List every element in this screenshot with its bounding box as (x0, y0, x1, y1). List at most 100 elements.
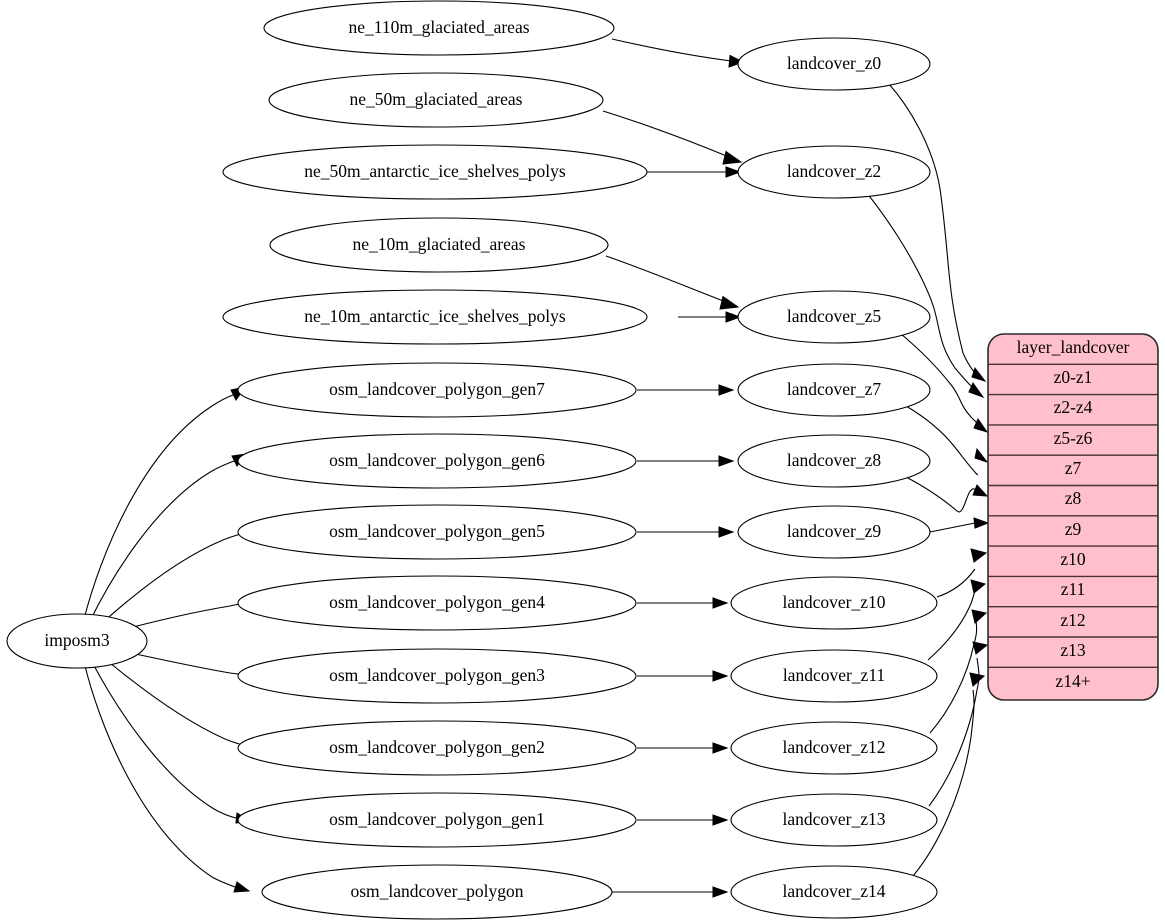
node-label: landcover_z14 (782, 881, 885, 901)
node-landcover-z10[interactable]: landcover_z10 (730, 576, 938, 630)
node-label: ne_50m_antarctic_ice_shelves_polys (304, 161, 566, 181)
node-label: ne_50m_glaciated_areas (350, 89, 523, 109)
edge-imposm3-to-gen1 (90, 659, 237, 819)
node-ne-110m-glaciated-areas[interactable]: ne_110m_glaciated_areas (263, 0, 615, 56)
arrow-icon (970, 579, 987, 594)
arrow-icon (971, 366, 987, 382)
edge-imposm3-to-gen4 (128, 601, 255, 629)
edge-imposm3-to-gen7 (83, 394, 234, 620)
node-label: osm_landcover_polygon_gen3 (329, 665, 545, 685)
landcover-view-nodes: landcover_z0 landcover_z2 landcover_z5 l… (730, 37, 938, 919)
node-landcover-z11[interactable]: landcover_z11 (730, 649, 938, 703)
node-osm-landcover-polygon-gen3[interactable]: osm_landcover_polygon_gen3 (237, 648, 637, 704)
arrow-icon (233, 881, 251, 893)
arrow-icon (718, 455, 735, 467)
node-osm-landcover-polygon[interactable]: osm_landcover_polygon (261, 864, 613, 920)
node-ne-10m-antarctic-ice-shelves-polys[interactable]: ne_10m_antarctic_ice_shelves_polys (222, 289, 648, 345)
node-landcover-z14[interactable]: landcover_z14 (730, 865, 938, 919)
node-label: osm_landcover_polygon_gen2 (329, 737, 545, 757)
edge-ne110-to-z0 (611, 38, 732, 62)
arrow-icon (712, 742, 729, 754)
table-row-z7: z7 (1065, 458, 1082, 478)
node-label: osm_landcover_polygon_gen7 (329, 379, 545, 399)
node-landcover-z5[interactable]: landcover_z5 (737, 290, 931, 344)
table-row-z0-z1: z0-z1 (1054, 367, 1093, 387)
edge-imposm3-to-gen6 (89, 460, 235, 622)
edge-z11-to-row-z11 (927, 590, 976, 661)
arrow-icon (712, 814, 729, 826)
node-osm-landcover-polygon-gen7[interactable]: osm_landcover_polygon_gen7 (237, 362, 637, 418)
edge-layer (83, 38, 990, 898)
edge-z5-to-row-z5z6 (900, 333, 978, 424)
node-landcover-z9[interactable]: landcover_z9 (737, 505, 931, 559)
node-landcover-z7[interactable]: landcover_z7 (737, 363, 931, 417)
layer-landcover-table[interactable]: layer_landcover z0-z1 z2-z4 z5-z6 z7 z8 … (987, 333, 1159, 701)
arrow-icon (968, 381, 985, 399)
edge-z7-to-row-z7 (905, 405, 979, 476)
arrow-icon (725, 311, 742, 323)
node-ne-50m-antarctic-ice-shelves-polys[interactable]: ne_50m_antarctic_ice_shelves_polys (222, 144, 648, 200)
node-label: osm_landcover_polygon_gen6 (329, 450, 545, 470)
natural-earth-nodes: ne_110m_glaciated_areas ne_50m_glaciated… (222, 0, 648, 345)
osm-table-nodes: osm_landcover_polygon_gen7 osm_landcover… (237, 362, 637, 920)
node-landcover-z2[interactable]: landcover_z2 (737, 145, 931, 199)
edge-imposm3-to-polygon (83, 661, 236, 888)
edge-imposm3-to-gen5 (100, 532, 245, 625)
node-osm-landcover-polygon-gen2[interactable]: osm_landcover_polygon_gen2 (237, 720, 637, 776)
node-label: imposm3 (44, 630, 109, 650)
node-label: ne_110m_glaciated_areas (348, 17, 529, 37)
node-label: landcover_z7 (787, 379, 882, 399)
edge-z8-to-row-z8 (905, 476, 977, 513)
node-ne-50m-glaciated-areas[interactable]: ne_50m_glaciated_areas (268, 72, 604, 128)
arrow-icon (718, 384, 735, 396)
node-label: landcover_z9 (787, 521, 882, 541)
edge-z9-to-row-z9 (929, 522, 976, 533)
table-title: layer_landcover (1017, 337, 1130, 357)
table-row-z13: z13 (1060, 640, 1086, 660)
edge-z13-to-row-z13 (928, 657, 980, 807)
node-label: landcover_z13 (782, 809, 885, 829)
table-row-z12: z12 (1060, 610, 1085, 630)
table-row-z11: z11 (1061, 579, 1086, 599)
table-row-z2-z4: z2-z4 (1054, 397, 1093, 417)
table-row-z5-z6: z5-z6 (1054, 428, 1093, 448)
arrow-icon (712, 886, 729, 898)
node-imposm3[interactable]: imposm3 (6, 613, 148, 669)
node-label: landcover_z8 (787, 450, 882, 470)
node-label: osm_landcover_polygon_gen4 (329, 592, 545, 612)
table-row-z8: z8 (1065, 488, 1082, 508)
arrow-icon (970, 548, 988, 563)
node-osm-landcover-polygon-gen5[interactable]: osm_landcover_polygon_gen5 (237, 504, 637, 560)
table-row-z14-plus: z14+ (1055, 671, 1090, 691)
edge-z10-to-row-z10 (936, 568, 976, 598)
edge-z14-to-row-z14 (912, 689, 975, 877)
arrow-icon (718, 526, 735, 538)
edge-z0-to-row-z0z1 (888, 83, 976, 374)
node-label: ne_10m_glaciated_areas (353, 234, 526, 254)
edge-ne10glac-to-z5 (605, 255, 727, 303)
node-label: landcover_z10 (782, 592, 885, 612)
arrow-icon (712, 597, 729, 609)
edge-z12-to-row-z12 (929, 619, 978, 734)
arrow-icon (722, 150, 743, 165)
arrow-icon (728, 54, 745, 68)
arrow-icon (973, 517, 990, 529)
node-label: osm_landcover_polygon (350, 881, 523, 901)
node-label: landcover_z2 (787, 161, 881, 181)
node-osm-landcover-polygon-gen4[interactable]: osm_landcover_polygon_gen4 (237, 575, 637, 631)
edge-imposm3-to-gen3 (130, 652, 255, 678)
arrow-icon (972, 641, 989, 655)
table-row-z10: z10 (1060, 549, 1086, 569)
arrow-icon (973, 417, 989, 433)
node-landcover-z0[interactable]: landcover_z0 (737, 37, 931, 91)
node-osm-landcover-polygon-gen1[interactable]: osm_landcover_polygon_gen1 (237, 792, 637, 848)
node-landcover-z12[interactable]: landcover_z12 (730, 721, 938, 775)
node-landcover-z8[interactable]: landcover_z8 (737, 434, 931, 488)
node-ne-10m-glaciated-areas[interactable]: ne_10m_glaciated_areas (269, 217, 609, 273)
node-landcover-z13[interactable]: landcover_z13 (730, 793, 938, 847)
table-row-z9: z9 (1065, 519, 1082, 539)
node-osm-landcover-polygon-gen6[interactable]: osm_landcover_polygon_gen6 (237, 433, 637, 489)
node-label: landcover_z11 (783, 665, 885, 685)
